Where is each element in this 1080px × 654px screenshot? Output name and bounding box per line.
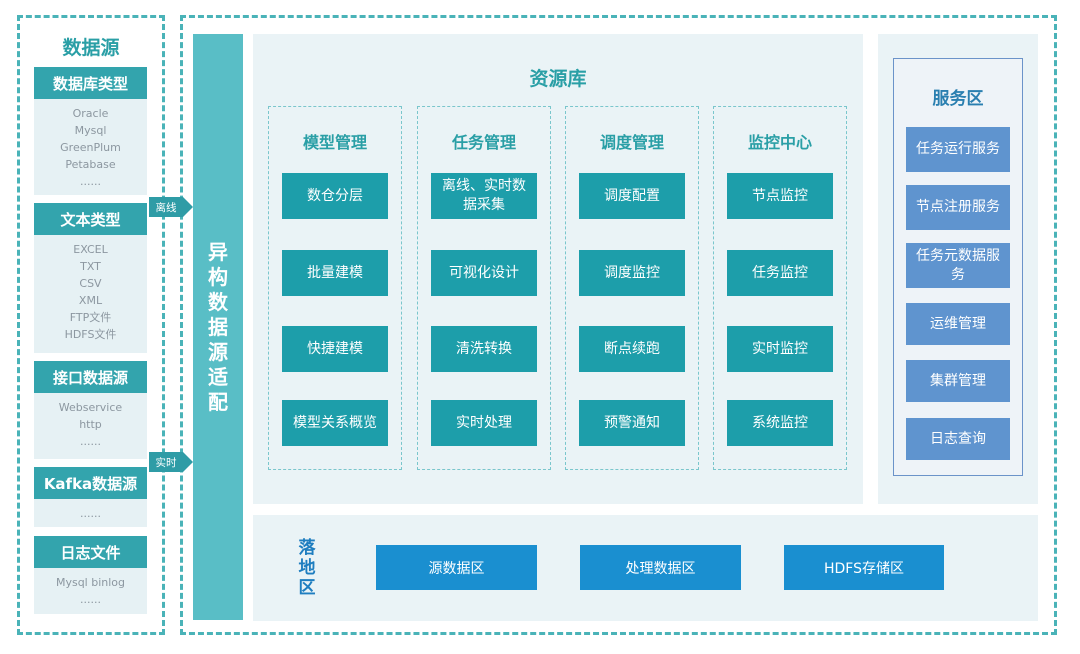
column-title: 任务管理 [451, 133, 516, 152]
ds-item: Petabase [65, 158, 116, 171]
heterogeneous-adapter-bar: 异构数据源适配 [193, 34, 243, 620]
function-box: 离线、实时数据采集 [431, 173, 537, 219]
ds-item: http [79, 418, 102, 431]
function-box: 快捷建模 [282, 326, 388, 372]
ds-item: Oracle [72, 107, 109, 120]
ds-item: Webservice [58, 401, 123, 414]
column-model-management: 模型管理 数仓分层 批量建模 快捷建模 模型关系概览 [268, 106, 402, 470]
offline-arrow-icon [183, 197, 193, 217]
ds-group-title: 接口数据源 [34, 361, 147, 393]
function-box: 实时处理 [431, 400, 537, 446]
service-box: 集群管理 [906, 360, 1010, 402]
ds-item: TXT [80, 260, 101, 273]
function-box: 节点监控 [727, 173, 833, 219]
service-box: 任务元数据服务 [906, 243, 1010, 288]
ds-item: ...... [80, 435, 101, 448]
column-title: 监控中心 [747, 133, 812, 152]
service-zone-title: 服务区 [932, 89, 984, 109]
function-box: 断点续跑 [579, 326, 685, 372]
ds-group-title: 数据库类型 [34, 67, 147, 99]
landing-box: 处理数据区 [580, 545, 741, 590]
landing-box: HDFS存储区 [784, 545, 944, 590]
function-box: 任务监控 [727, 250, 833, 296]
column-title: 调度管理 [599, 133, 664, 152]
ds-item: HDFS文件 [64, 328, 117, 341]
column-task-management: 任务管理 离线、实时数据采集 可视化设计 清洗转换 实时处理 [417, 106, 551, 470]
service-box: 日志查询 [906, 418, 1010, 460]
ds-group-interface: 接口数据源 Webservice http ...... [34, 361, 147, 459]
ds-item: ...... [80, 507, 101, 520]
ds-group-text: 文本类型 EXCEL TXT CSV XML FTP文件 HDFS文件 [34, 203, 147, 353]
function-box: 实时监控 [727, 326, 833, 372]
ds-group-database: 数据库类型 Oracle Mysql GreenPlum Petabase ..… [34, 67, 147, 195]
ds-group-title: Kafka数据源 [34, 467, 147, 499]
offline-arrow-label: 离线 [149, 197, 183, 217]
ds-item: EXCEL [73, 243, 108, 256]
service-box: 运维管理 [906, 303, 1010, 345]
column-monitoring-center: 监控中心 节点监控 任务监控 实时监控 系统监控 [713, 106, 847, 470]
column-title: 模型管理 [302, 133, 367, 152]
function-box: 调度监控 [579, 250, 685, 296]
service-box: 节点注册服务 [906, 185, 1010, 230]
ds-item: FTP文件 [69, 311, 112, 324]
ds-item: XML [78, 294, 103, 307]
ds-group-kafka: Kafka数据源 ...... [34, 467, 147, 527]
ds-item: Mysql [74, 124, 107, 137]
service-box: 任务运行服务 [906, 127, 1010, 172]
function-box: 调度配置 [579, 173, 685, 219]
ds-group-title: 文本类型 [34, 203, 147, 235]
ds-item: CSV [79, 277, 102, 290]
function-box: 数仓分层 [282, 173, 388, 219]
function-box: 可视化设计 [431, 250, 537, 296]
data-source-title: 数据源 [62, 37, 120, 59]
realtime-arrow-icon [183, 452, 193, 472]
resource-library-title: 资源库 [529, 68, 587, 90]
adapter-label: 异构数据源适配 [208, 239, 228, 414]
landing-zone-title: 落地区 [298, 538, 316, 598]
ds-item: GreenPlum [60, 141, 121, 154]
function-box: 模型关系概览 [282, 400, 388, 446]
function-box: 清洗转换 [431, 326, 537, 372]
ds-item: ...... [80, 175, 101, 188]
column-schedule-management: 调度管理 调度配置 调度监控 断点续跑 预警通知 [565, 106, 699, 470]
function-box: 批量建模 [282, 250, 388, 296]
data-source-frame [17, 15, 165, 635]
platform-frame [180, 15, 1057, 635]
ds-item: ...... [80, 593, 101, 606]
ds-group-log: 日志文件 Mysql binlog ...... [34, 536, 147, 614]
function-box: 系统监控 [727, 400, 833, 446]
landing-box: 源数据区 [376, 545, 537, 590]
realtime-arrow-label: 实时 [149, 452, 183, 472]
ds-group-title: 日志文件 [34, 536, 147, 568]
ds-item: Mysql binlog [55, 576, 126, 589]
function-box: 预警通知 [579, 400, 685, 446]
